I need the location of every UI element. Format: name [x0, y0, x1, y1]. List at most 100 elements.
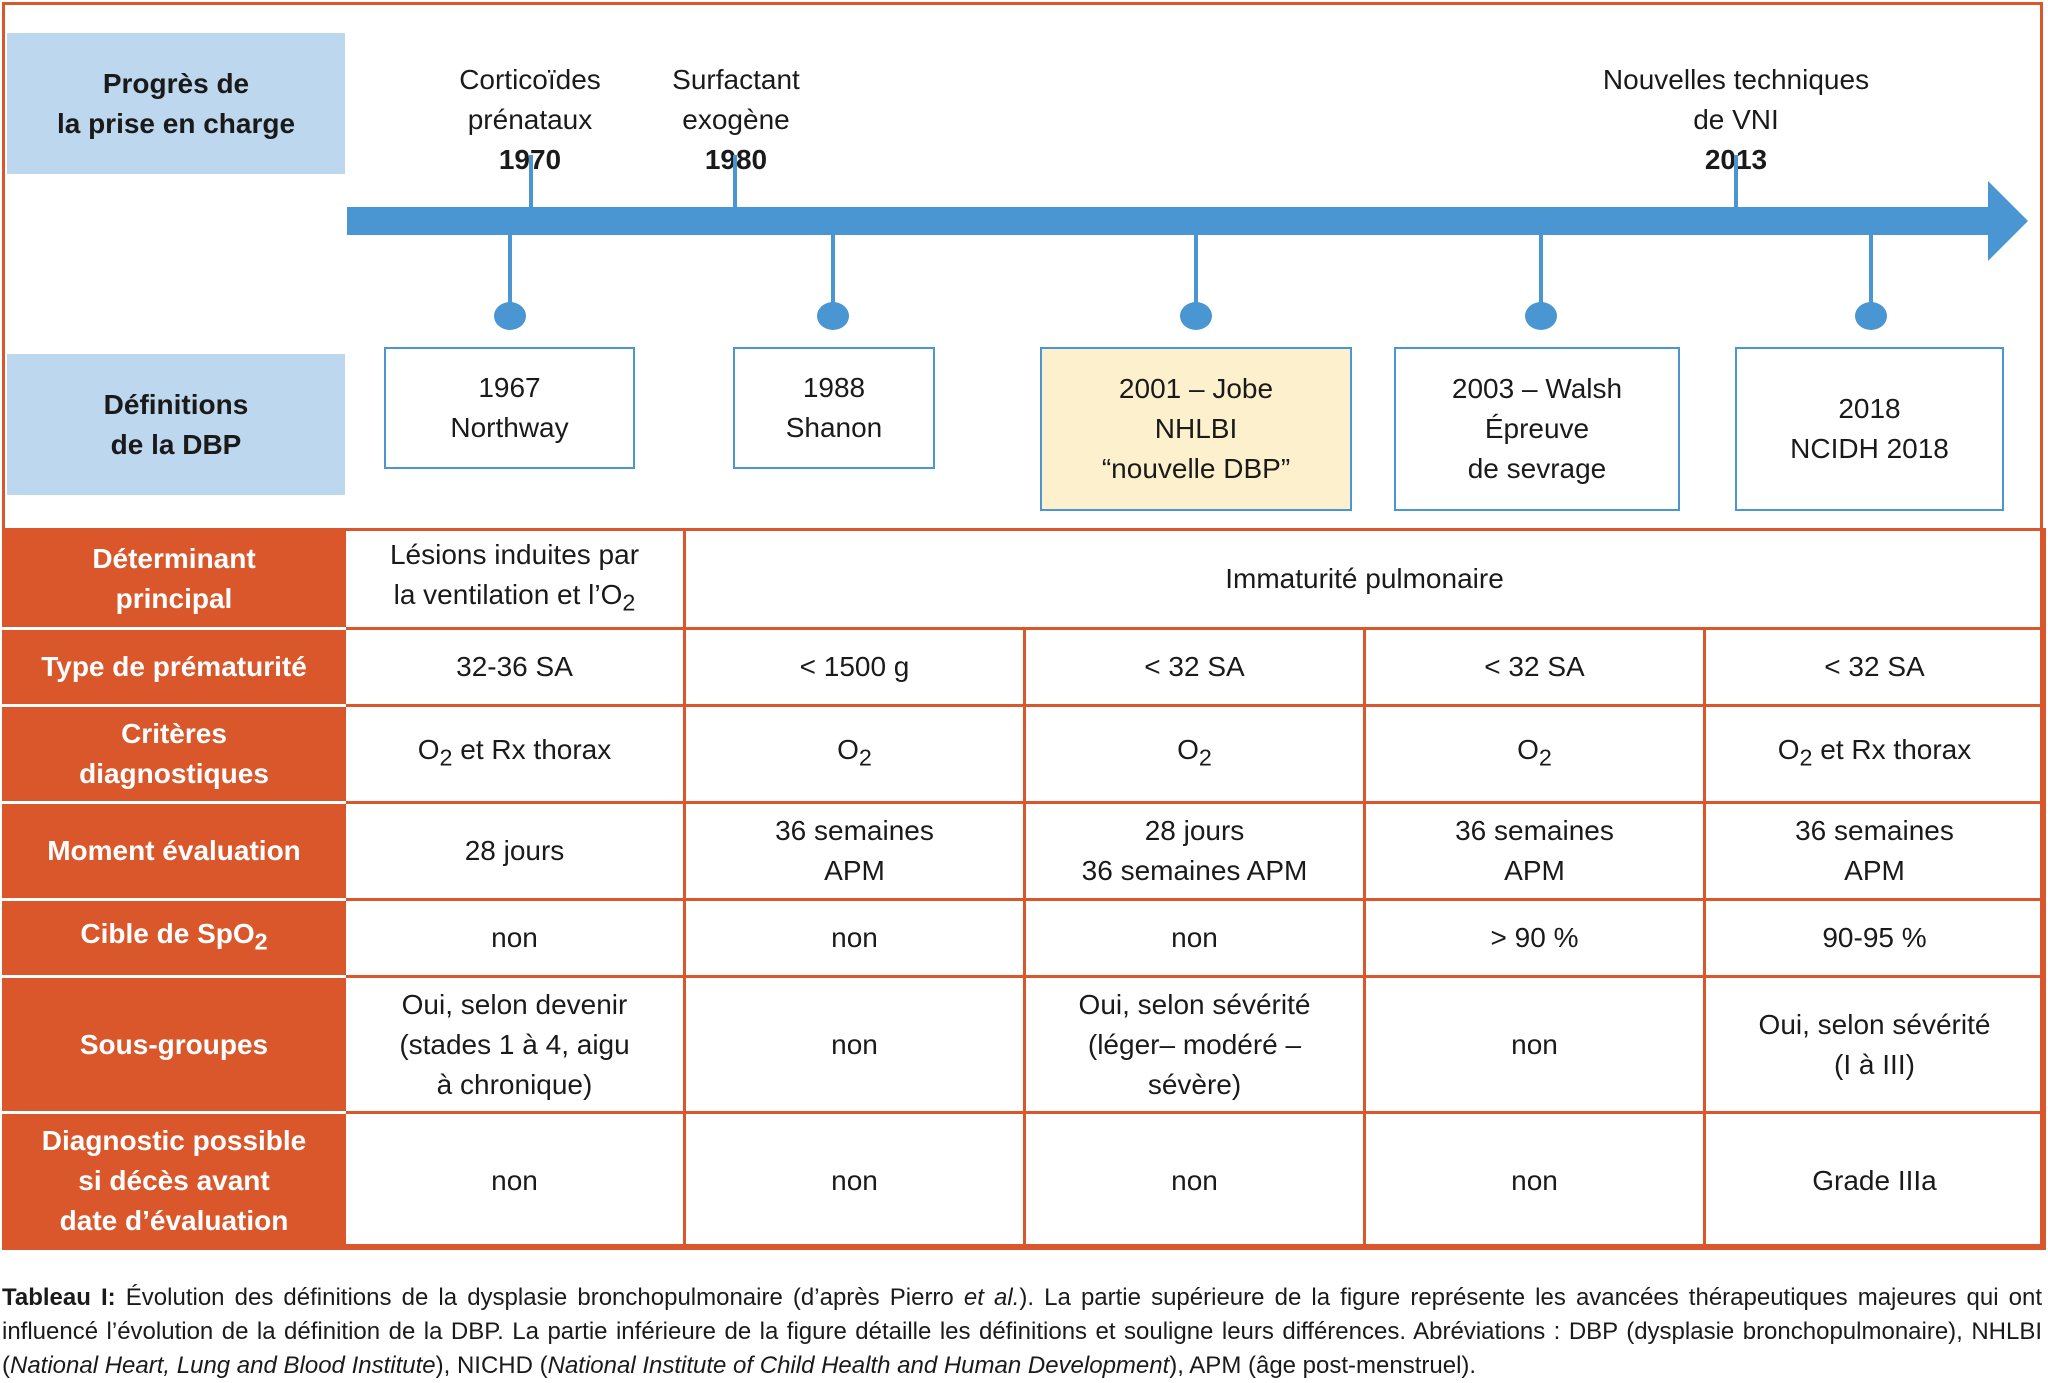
table-cell: Grade IIIa [1703, 1111, 2046, 1250]
cell-text: O [1177, 734, 1199, 766]
subscript: 2 [1799, 744, 1813, 771]
cell-text: O [1517, 734, 1539, 766]
row-header: Type de prématurité [2, 627, 346, 707]
table-row-moment: Moment évaluation 28 jours 36 semaines A… [2, 801, 2046, 901]
cell-text: et Rx thorax [1812, 734, 1972, 766]
definition-stem [508, 233, 512, 313]
table-cell: 36 semaines APM [1363, 801, 1706, 901]
table-row-cible: Cible de SpO2 non non non > 90 % 90-95 % [2, 898, 2046, 978]
subscript: 2 [1198, 744, 1212, 771]
label-definitions: Définitions de la DBP [7, 354, 345, 495]
label-progres-text: Progrès de la prise en charge [56, 67, 296, 139]
definition-text: 2003 – Walsh Épreuve de sevrage [1451, 373, 1623, 484]
definition-stem [1539, 233, 1543, 313]
caption-text: ), APM (âge post-menstruel). [1169, 1352, 1477, 1379]
table-cell: 32-36 SA [343, 627, 686, 707]
timeline-axis [347, 207, 1990, 235]
definition-text: 1988 Shanon [785, 372, 883, 443]
caption-italic: National Heart, Lung and Blood Institute [10, 1352, 436, 1379]
milestone-text: Corticoïdes prénataux [459, 64, 601, 135]
table-cell: non [343, 1111, 686, 1250]
table-cell: non [683, 1111, 1026, 1250]
subscript: 2 [858, 744, 872, 771]
label-progres: Progrès de la prise en charge [7, 33, 345, 174]
table-cell: Oui, selon sévérité (I à III) [1703, 975, 2046, 1114]
subscript: 2 [439, 744, 453, 771]
cell-text: Lésions induites par la ventilation et l… [389, 539, 640, 611]
definition-dot [494, 302, 526, 330]
table-cell: 36 semaines APM [683, 801, 1026, 901]
row-header: Diagnostic possible si décès avant date … [2, 1111, 346, 1250]
caption-text: ), NICHD ( [435, 1352, 548, 1379]
caption-text: ). La partie supérieure de la figure rep… [2, 1284, 2043, 1379]
subscript: 2 [254, 928, 268, 955]
table-cell: < 32 SA [1363, 627, 1706, 707]
table-cell: O2 et Rx thorax [343, 704, 686, 804]
table-cell: O2 [1363, 704, 1706, 804]
definition-text: 2018 NCIDH 2018 [1790, 393, 1949, 464]
table-cell: < 32 SA [1023, 627, 1366, 707]
milestone-vni: Nouvelles techniques de VNI 2013 [1546, 20, 1926, 220]
definition-text: 2001 – Jobe NHLBI “nouvelle DBP” [1101, 373, 1291, 484]
label-definitions-text: Définitions de la DBP [103, 388, 249, 460]
table-cell: Immaturité pulmonaire [683, 528, 2046, 630]
cell-text: O [837, 734, 859, 766]
definition-dot [1180, 302, 1212, 330]
table-cell: non [683, 975, 1026, 1114]
cell-text: O [1777, 734, 1800, 766]
table-cell: 90-95 % [1703, 898, 2046, 978]
definition-northway: 1967 Northway [384, 347, 635, 469]
subscript: 2 [1538, 744, 1552, 771]
definition-text: 1967 Northway [450, 372, 569, 443]
definition-stem [1869, 233, 1873, 313]
comparison-table: Déterminant principal Lésions induites p… [2, 528, 2046, 1250]
table-cell: Oui, selon devenir (stades 1 à 4, aigu à… [343, 975, 686, 1114]
timeline-arrowhead [1988, 181, 2028, 261]
milestone-text: Nouvelles techniques de VNI [1602, 64, 1870, 135]
table-cell: 36 semaines APM [1703, 801, 2046, 901]
table-cell: O2 et Rx thorax [1703, 704, 2046, 804]
table-cell: > 90 % [1363, 898, 1706, 978]
table-row-sousgroupes: Sous-groupes Oui, selon devenir (stades … [2, 975, 2046, 1114]
table-cell: Lésions induites par la ventilation et l… [343, 528, 686, 630]
table-row-type: Type de prématurité 32-36 SA < 1500 g < … [2, 627, 2046, 707]
caption-text: Évolution des définitions de la dysplasi… [115, 1284, 964, 1311]
table-row-diagnostic: Diagnostic possible si décès avant date … [2, 1111, 2046, 1250]
milestone-tick [1734, 155, 1738, 209]
definition-dot [1525, 302, 1557, 330]
definition-jobe: 2001 – Jobe NHLBI “nouvelle DBP” [1040, 347, 1352, 511]
table-cell: non [343, 898, 686, 978]
table-cell: Oui, selon sévérité (léger– modéré – sév… [1023, 975, 1366, 1114]
milestone-tick [529, 155, 533, 209]
cell-text: O [417, 734, 440, 766]
caption-italic: et al. [963, 1284, 1020, 1311]
subscript: 2 [622, 589, 636, 616]
milestone-tick [733, 155, 737, 209]
table-cell: 28 jours 36 semaines APM [1023, 801, 1366, 901]
definition-stem [831, 233, 835, 313]
caption-italic: National Institute of Child Health and H… [547, 1352, 1170, 1379]
definition-dot [817, 302, 849, 330]
definition-walsh: 2003 – Walsh Épreuve de sevrage [1394, 347, 1680, 511]
definition-dot [1855, 302, 1887, 330]
table-cell: O2 [1023, 704, 1366, 804]
cell-text: et Rx thorax [452, 734, 612, 766]
row-header: Cible de SpO2 [2, 898, 346, 978]
definition-ncidh: 2018 NCIDH 2018 [1735, 347, 2004, 511]
definition-shanon: 1988 Shanon [733, 347, 935, 469]
milestone-corticoides: Corticoïdes prénataux 1970 [408, 20, 652, 220]
definition-stem [1194, 233, 1198, 313]
table-cell: non [683, 898, 1026, 978]
table-cell: O2 [683, 704, 1026, 804]
table-cell: non [1023, 1111, 1366, 1250]
row-header: Critères diagnostiques [2, 704, 346, 804]
milestone-text: Surfactant exogène [672, 64, 800, 135]
row-header: Sous-groupes [2, 975, 346, 1114]
figure-caption: Tableau I: Évolution des définitions de … [2, 1281, 2042, 1383]
row-header: Déterminant principal [2, 528, 346, 630]
table-cell: < 32 SA [1703, 627, 2046, 707]
caption-lead: Tableau I: [2, 1284, 116, 1311]
table-cell: 28 jours [343, 801, 686, 901]
row-header: Moment évaluation [2, 801, 346, 901]
row-header-text: Cible de SpO [80, 918, 255, 950]
